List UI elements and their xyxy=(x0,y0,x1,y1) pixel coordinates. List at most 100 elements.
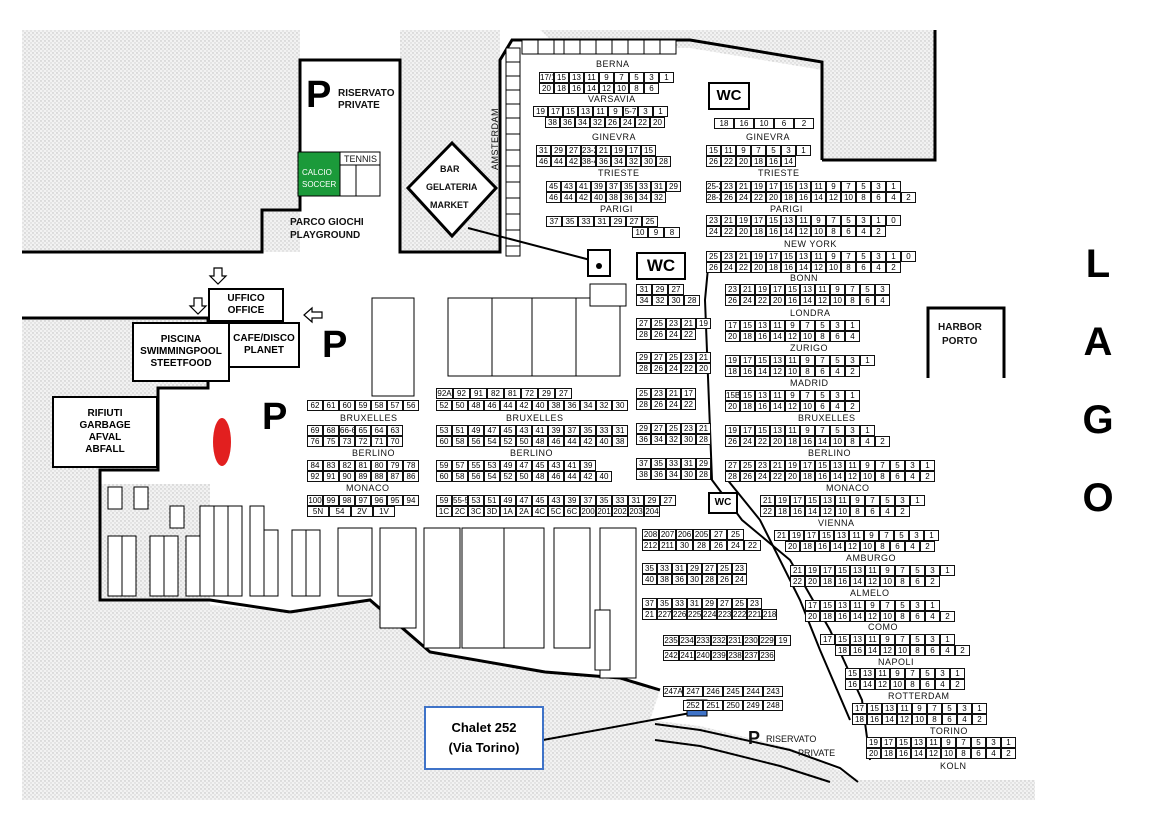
plot-cell[interactable]: 12 xyxy=(880,645,895,656)
plot-cell[interactable]: 15 xyxy=(766,215,781,226)
plot-cell[interactable]: 9 xyxy=(864,530,879,541)
plot-cell[interactable]: 32 xyxy=(626,156,641,167)
plot-cell[interactable]: 10 xyxy=(941,748,956,759)
plot-cell[interactable]: 4C xyxy=(532,506,548,517)
plot-cell[interactable]: 15 xyxy=(563,106,578,117)
plot-cell[interactable]: 18 xyxy=(554,83,569,94)
plot-cell[interactable]: 97 xyxy=(355,495,371,506)
plot-cell[interactable]: 12 xyxy=(865,576,880,587)
plot-cell[interactable]: 18 xyxy=(785,436,800,447)
plot-cell[interactable]: 35 xyxy=(642,563,657,574)
plot-cell[interactable]: 15 xyxy=(805,495,820,506)
plot-cell[interactable]: 11 xyxy=(811,181,826,192)
plot-cell[interactable]: 51 xyxy=(484,495,500,506)
plot-cell[interactable]: 5 xyxy=(830,425,845,436)
plot-cell[interactable]: 3 xyxy=(781,145,796,156)
plot-cell[interactable]: 16 xyxy=(835,611,850,622)
plot-cell[interactable]: 22 xyxy=(744,540,761,551)
plot-cell[interactable]: 27 xyxy=(660,495,676,506)
plot-cell[interactable]: 17 xyxy=(790,495,805,506)
plot-cell[interactable]: 38 xyxy=(636,469,651,480)
plot-cell[interactable]: 6 xyxy=(860,295,875,306)
plot-cell[interactable]: 23 xyxy=(681,423,696,434)
plot-cell[interactable]: 6 xyxy=(644,83,659,94)
plot-cell[interactable]: 8 xyxy=(826,226,841,237)
plot-cell[interactable]: 33 xyxy=(672,598,687,609)
plot-cell[interactable]: 16 xyxy=(850,645,865,656)
plot-cell[interactable]: 83 xyxy=(323,460,339,471)
plot-cell[interactable]: 11 xyxy=(593,106,608,117)
plot-cell[interactable]: 14 xyxy=(860,679,875,690)
plot-cell[interactable]: 29 xyxy=(666,181,681,192)
plot-cell[interactable]: 10 xyxy=(830,295,845,306)
plot-cell[interactable]: 7 xyxy=(614,72,629,83)
plot-cell[interactable]: 31 xyxy=(612,425,628,436)
plot-cell[interactable]: 29 xyxy=(538,388,555,399)
plot-cell[interactable]: 13 xyxy=(755,320,770,331)
plot-cell[interactable]: 19 xyxy=(866,737,881,748)
plot-cell[interactable]: 30 xyxy=(612,400,628,411)
plot-cell[interactable]: 52 xyxy=(500,471,516,482)
plot-cell[interactable]: 5 xyxy=(766,145,781,156)
plot-cell[interactable]: 5 xyxy=(629,72,644,83)
plot-cell[interactable]: 7 xyxy=(895,634,910,645)
plot-cell[interactable]: 5 xyxy=(895,600,910,611)
plot-cell[interactable]: 20 xyxy=(770,436,785,447)
plot-cell[interactable]: 39 xyxy=(580,460,596,471)
plot-cell[interactable]: 45 xyxy=(532,460,548,471)
plot-cell[interactable]: 100 xyxy=(307,495,323,506)
plot-cell[interactable]: 21 xyxy=(681,318,696,329)
plot-cell[interactable]: 12 xyxy=(785,401,800,412)
plot-cell[interactable]: 7 xyxy=(841,251,856,262)
plot-cell[interactable]: 34 xyxy=(580,400,596,411)
plot-cell[interactable]: 21 xyxy=(696,352,711,363)
plot-cell[interactable]: 20 xyxy=(725,401,740,412)
plot-cell[interactable]: 250 xyxy=(723,700,743,711)
plot-cell[interactable]: 4 xyxy=(880,506,895,517)
plot-cell[interactable]: 43 xyxy=(548,495,564,506)
plot-cell[interactable]: 21 xyxy=(736,181,751,192)
plot-cell[interactable]: 1 xyxy=(925,600,940,611)
plot-cell[interactable]: 11 xyxy=(875,668,890,679)
plot-cell[interactable]: 5N xyxy=(307,506,329,517)
plot-cell[interactable]: 4 xyxy=(925,611,940,622)
plot-cell[interactable]: 15 xyxy=(740,320,755,331)
plot-cell[interactable]: 50 xyxy=(516,436,532,447)
plot-cell[interactable]: 36 xyxy=(672,574,687,585)
plot-cell[interactable]: 5 xyxy=(860,284,875,295)
plot-cell[interactable]: 4 xyxy=(875,295,890,306)
plot-cell[interactable]: 99 xyxy=(323,495,339,506)
plot-cell[interactable]: 30 xyxy=(687,574,702,585)
plot-cell[interactable]: 62 xyxy=(307,400,323,411)
plot-cell[interactable]: 20 xyxy=(770,295,785,306)
plot-cell[interactable]: 16 xyxy=(755,401,770,412)
plot-cell[interactable]: 5 xyxy=(815,390,830,401)
plot-cell[interactable]: 4 xyxy=(905,471,920,482)
plot-cell[interactable]: 26 xyxy=(721,192,736,203)
plot-cell[interactable]: 35 xyxy=(621,181,636,192)
plot-cell[interactable]: 18 xyxy=(820,611,835,622)
plot-cell[interactable]: 1 xyxy=(910,495,925,506)
plot-cell[interactable]: 0 xyxy=(886,215,901,226)
plot-cell[interactable]: 68 xyxy=(323,425,339,436)
plot-cell[interactable]: 20 xyxy=(785,471,800,482)
plot-cell[interactable]: 15 xyxy=(755,425,770,436)
plot-cell[interactable]: 248 xyxy=(763,700,783,711)
plot-cell[interactable]: 25 xyxy=(651,318,666,329)
plot-cell[interactable]: 3D xyxy=(484,506,500,517)
plot-cell[interactable]: 14 xyxy=(911,748,926,759)
plot-cell[interactable]: 23 xyxy=(666,318,681,329)
plot-cell[interactable]: 28 xyxy=(696,469,711,480)
plot-cell[interactable]: 52 xyxy=(436,400,452,411)
plot-cell[interactable]: 24 xyxy=(620,117,635,128)
plot-cell[interactable]: 5 xyxy=(856,251,871,262)
plot-cell[interactable]: 235 xyxy=(663,635,679,646)
plot-cell[interactable]: 7 xyxy=(905,668,920,679)
plot-cell[interactable]: 12 xyxy=(811,262,826,273)
plot-cell[interactable]: 7 xyxy=(875,460,890,471)
plot-cell[interactable]: 2 xyxy=(845,366,860,377)
plot-cell[interactable]: 212 xyxy=(642,540,659,551)
plot-cell[interactable]: 18 xyxy=(781,192,796,203)
plot-cell[interactable]: 38 xyxy=(606,192,621,203)
plot-cell[interactable]: 9 xyxy=(826,251,841,262)
